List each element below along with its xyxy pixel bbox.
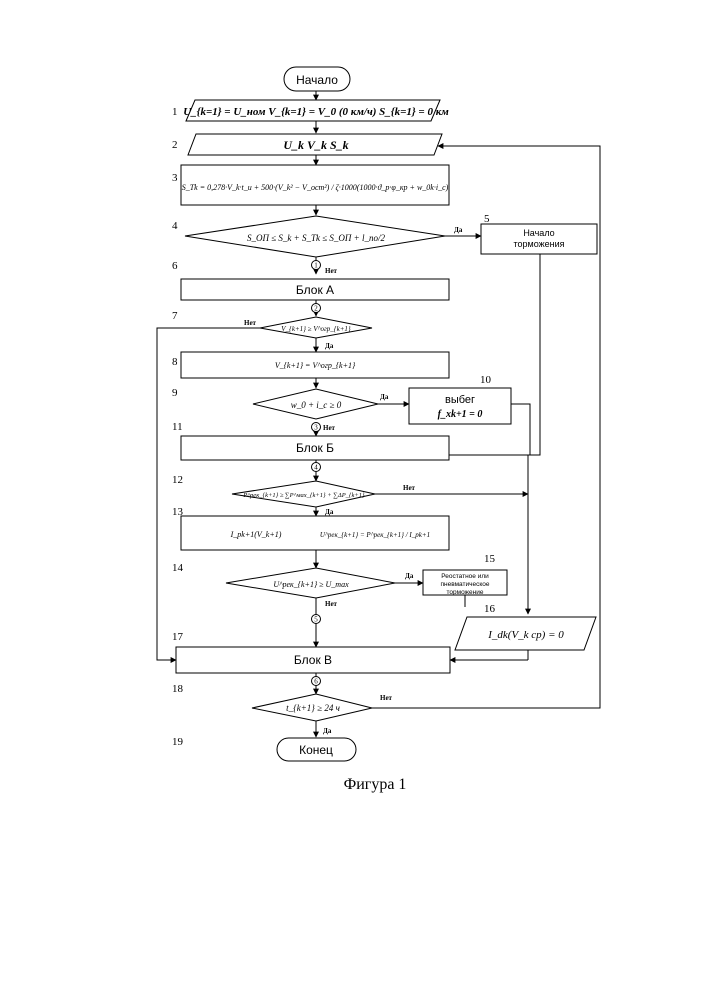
step-number: 17 — [172, 631, 184, 643]
no-label: Нет — [244, 319, 257, 327]
step-number: 8 — [172, 356, 178, 368]
figure-caption: Фигура 1 — [344, 776, 407, 793]
block-15-line2: пневматическое — [440, 581, 489, 588]
connector-label: 6 — [314, 678, 318, 686]
no-label: Нет — [325, 267, 338, 275]
block-13-left: I_pk+1(V_k+1) — [230, 530, 282, 539]
step-number: 12 — [172, 474, 183, 486]
no-label: Нет — [323, 424, 336, 432]
block-2-text: U_k V_k S_k — [283, 138, 348, 152]
step-number: 7 — [172, 310, 178, 322]
no-label: Нет — [325, 600, 338, 608]
step-number: 13 — [172, 506, 184, 518]
step-number: 9 — [172, 387, 178, 399]
step-number: 10 — [480, 374, 492, 386]
step-number: 2 — [172, 139, 178, 151]
step-number: 4 — [172, 220, 178, 232]
block-5-line1: Начало — [523, 228, 554, 238]
yes-label: Да — [405, 572, 414, 580]
connector-label: 5 — [314, 616, 318, 624]
step-number: 11 — [172, 421, 183, 433]
block-9-text: w_0 + i_c ≥ 0 — [291, 400, 342, 410]
yes-label: Да — [325, 342, 334, 350]
end-label: Конец — [299, 743, 333, 757]
block-10-line1: выбег — [445, 394, 475, 406]
block-11-text: Блок Б — [296, 441, 334, 455]
block-13-right: U^рек_{k+1} = P^рек_{k+1} / I_pk+1 — [320, 531, 430, 539]
block-7-text: V_{k+1} ≥ V^огр_{k+1} — [281, 325, 351, 333]
block-15-line1: Реостатное или — [441, 573, 489, 580]
yes-label: Да — [454, 226, 463, 234]
step-number: 15 — [484, 553, 496, 565]
connector-label: 3 — [314, 424, 318, 432]
no-label: Нет — [380, 694, 393, 702]
step-number: 16 — [484, 603, 496, 615]
connector-label: 2 — [314, 305, 318, 313]
block-14-text: U^рек_{k+1} ≥ U_max — [273, 580, 349, 589]
start-label: Начало — [296, 73, 338, 87]
block-18-text: t_{k+1} ≥ 24 ч — [286, 703, 340, 713]
yes-label: Да — [380, 393, 389, 401]
step-number: 19 — [172, 736, 184, 748]
block-1-text: U_{k=1} = U_ном V_{k=1} = V_0 (0 км/ч) S… — [183, 106, 449, 118]
no-label: Нет — [403, 484, 416, 492]
block-5-line2: торможения — [513, 239, 564, 249]
block-8-text: V_{k+1} = V^огр_{k+1} — [275, 361, 356, 370]
block-12-text: P^рек_{k+1} ≥ ∑P^мах_{k+1} + ∑ΔP_{k+1} — [242, 492, 365, 499]
step-number: 18 — [172, 683, 184, 695]
connector-label: 4 — [314, 464, 318, 472]
block-17-text: Блок В — [294, 653, 332, 667]
step-number: 5 — [484, 213, 490, 225]
block-6-text: Блок А — [296, 283, 334, 297]
block-4-text: S_ОП ≤ S_k + S_Tk ≤ S_ОП + l_по/2 — [247, 233, 386, 243]
block-15-line3: торможение — [447, 589, 484, 596]
block-16-text: I_dk(V_k ср) = 0 — [487, 629, 564, 641]
step-number: 6 — [172, 260, 178, 272]
block-10-line2: f_xk+1 = 0 — [438, 409, 483, 420]
connector-label: 1 — [314, 262, 318, 270]
yes-label: Да — [325, 508, 334, 516]
block-3-text: S_Tk = 0,278·V_k·t_u + 500·(V_k² − V_ост… — [182, 183, 449, 192]
step-number: 1 — [172, 106, 178, 118]
step-number: 14 — [172, 562, 184, 574]
step-number: 3 — [172, 172, 178, 184]
yes-label: Да — [323, 727, 332, 735]
